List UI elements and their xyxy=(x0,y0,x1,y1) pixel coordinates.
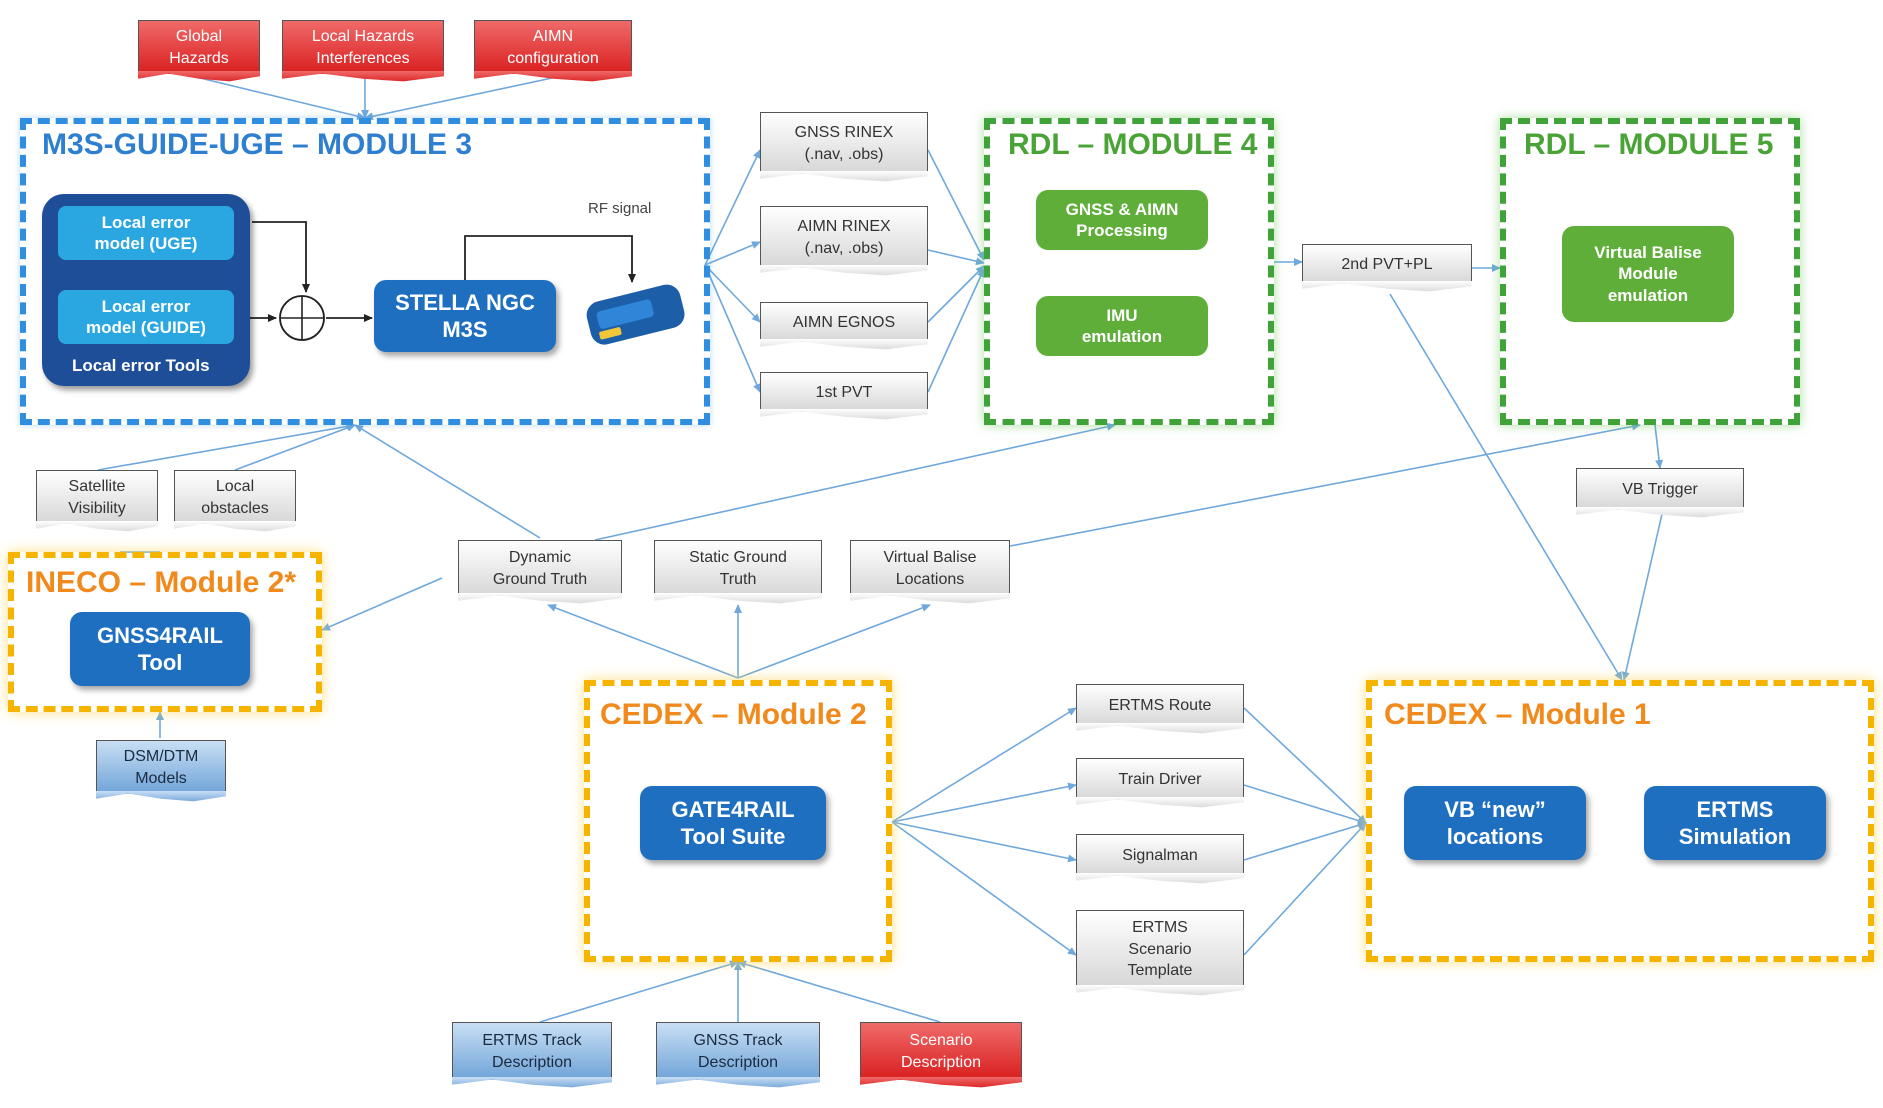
local-obstacles-doc: Local obstacles xyxy=(174,470,296,524)
global-hazards-doc: Global Hazards xyxy=(138,20,260,74)
stella-ngc-box: STELLA NGC M3S xyxy=(374,280,556,352)
imu-emulation-box: IMU emulation xyxy=(1036,296,1208,356)
cedex-module-1-container: CEDEX – Module 1 xyxy=(1366,680,1874,962)
cedex-module-1-title: CEDEX – Module 1 xyxy=(1384,698,1651,731)
module-5-title: RDL – MODULE 5 xyxy=(1524,128,1774,161)
ertms-scenario-template-doc: ERTMS Scenario Template xyxy=(1076,910,1244,988)
local-hazards-interferences-doc: Local Hazards Interferences xyxy=(282,20,444,74)
module-4-title: RDL – MODULE 4 xyxy=(1008,128,1258,161)
summing-junction-icon xyxy=(279,295,325,341)
dynamic-ground-truth-doc: Dynamic Ground Truth xyxy=(458,540,622,596)
second-pvt-pl-doc: 2nd PVT+PL xyxy=(1302,244,1472,284)
scenario-description-doc: Scenario Description xyxy=(860,1022,1022,1080)
ineco-module-2-container: INECO – Module 2* xyxy=(8,552,322,712)
module-3-title: M3S-GUIDE-UGE – MODULE 3 xyxy=(42,128,473,161)
virtual-balise-locations-doc: Virtual Balise Locations xyxy=(850,540,1010,596)
gate4rail-tool-suite-box: GATE4RAIL Tool Suite xyxy=(640,786,826,860)
gnss-track-description-doc: GNSS Track Description xyxy=(656,1022,820,1080)
vb-new-locations-box: VB “new” locations xyxy=(1404,786,1586,860)
dsm-dtm-models-doc: DSM/DTM Models xyxy=(96,740,226,794)
arrow-aimn-config xyxy=(364,77,553,121)
train-driver-doc: Train Driver xyxy=(1076,758,1244,800)
vb-trigger-doc: VB Trigger xyxy=(1576,468,1744,510)
local-error-uge-box: Local error model (UGE) xyxy=(58,206,234,260)
module-5-container: RDL – MODULE 5 xyxy=(1500,118,1800,425)
gnss-rinex-doc: GNSS RINEX (.nav, .obs) xyxy=(760,112,928,174)
static-ground-truth-doc: Static Ground Truth xyxy=(654,540,822,596)
aimn-rinex-doc: AIMN RINEX (.nav, .obs) xyxy=(760,206,928,268)
ertms-track-description-doc: ERTMS Track Description xyxy=(452,1022,612,1080)
local-error-tools-label: Local error Tools xyxy=(72,356,210,375)
rf-signal-label: RF signal xyxy=(588,200,652,217)
ertms-simulation-box: ERTMS Simulation xyxy=(1644,786,1826,860)
virtual-balise-emulation-box: Virtual Balise Module emulation xyxy=(1562,226,1734,322)
module-3-container: M3S-GUIDE-UGE – MODULE 3 xyxy=(20,118,710,425)
satellite-visibility-doc: Satellite Visibility xyxy=(36,470,158,524)
signalman-doc: Signalman xyxy=(1076,834,1244,876)
arrow-global-hazards xyxy=(199,77,366,121)
cedex-module-2-title: CEDEX – Module 2 xyxy=(600,698,867,731)
first-pvt-doc: 1st PVT xyxy=(760,372,928,412)
gnss4rail-tool-box: GNSS4RAIL Tool xyxy=(70,612,250,686)
gnss-aimn-processing-box: GNSS & AIMN Processing xyxy=(1036,190,1208,250)
gnss-receiver-icon xyxy=(586,284,685,345)
cedex-module-2-container: CEDEX – Module 2 xyxy=(584,680,892,962)
module-4-container: RDL – MODULE 4 xyxy=(984,118,1274,425)
ineco-module-2-title: INECO – Module 2* xyxy=(26,566,297,599)
aimn-configuration-doc: AIMN configuration xyxy=(474,20,632,74)
local-error-guide-box: Local error model (GUIDE) xyxy=(58,290,234,344)
ertms-route-doc: ERTMS Route xyxy=(1076,684,1244,726)
aimn-egnos-doc: AIMN EGNOS xyxy=(760,302,928,342)
